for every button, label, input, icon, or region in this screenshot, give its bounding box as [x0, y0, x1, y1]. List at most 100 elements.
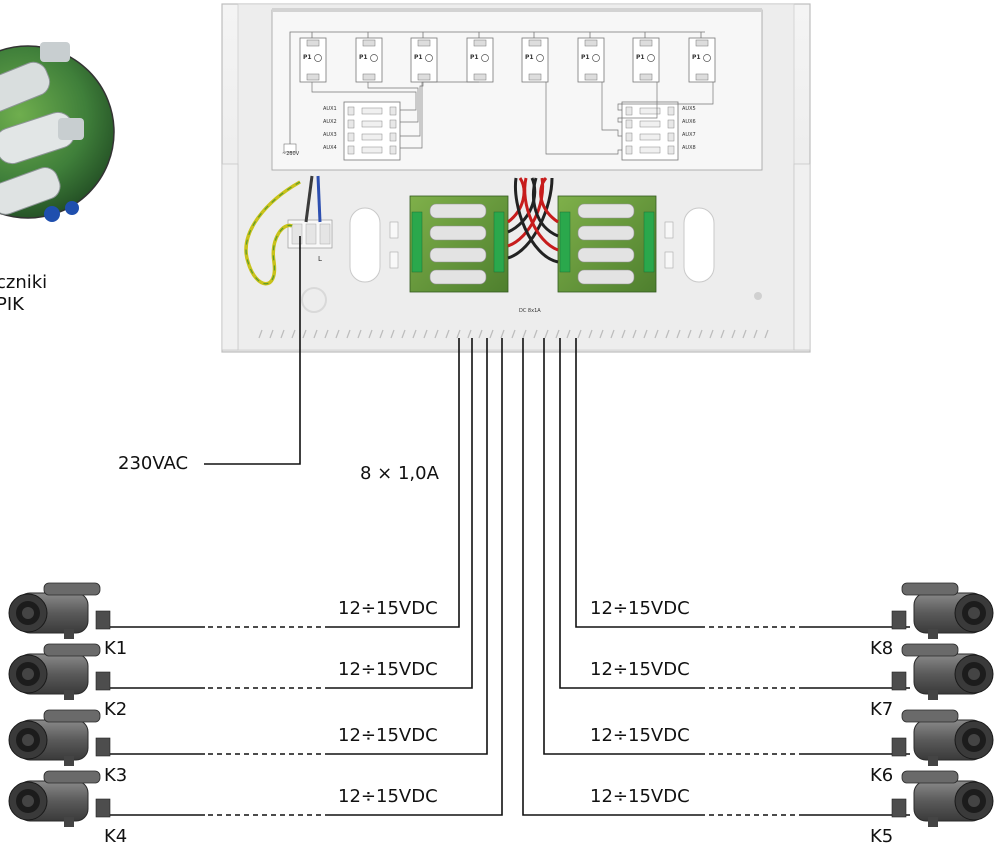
camera-label-k2: K2 — [104, 699, 128, 720]
aux-fuse — [361, 107, 383, 115]
cable-k1 — [330, 338, 460, 628]
aux-terminal — [667, 132, 675, 142]
potentiometer-icon — [481, 54, 489, 62]
vent-slot — [753, 329, 758, 339]
module-terminal — [584, 73, 598, 81]
aux-terminal — [625, 106, 633, 116]
aux-fuse — [361, 133, 383, 141]
aux-fuse — [639, 133, 661, 141]
inset-caption-line-2: PIK — [0, 294, 24, 315]
schematic-wire — [400, 82, 424, 137]
mains-terminal-label: ~230V — [282, 151, 300, 157]
vent-slot — [280, 329, 285, 339]
aux-terminal — [389, 132, 397, 142]
vent-slot — [555, 329, 560, 339]
vent-slot — [346, 329, 351, 339]
vent-slot — [478, 329, 483, 339]
aux-terminal — [389, 119, 397, 129]
vent-slot — [258, 329, 263, 339]
voltage-label-k4: 12÷15VDC — [338, 786, 438, 807]
cable-k3 — [330, 338, 488, 755]
camera-label-k6: K6 — [870, 765, 894, 786]
vent-slot — [269, 329, 274, 339]
module-terminal — [306, 39, 320, 47]
camera-right-4 — [891, 770, 994, 827]
module-terminal — [306, 73, 320, 81]
vent-slot — [412, 329, 417, 339]
vent-slot — [665, 329, 670, 339]
potentiometer-icon — [703, 54, 711, 62]
vent-slot — [577, 329, 582, 339]
vent-slot — [313, 329, 318, 339]
aux-terminal — [667, 106, 675, 116]
vent-slot — [709, 329, 714, 339]
board-label: DC 8x1A — [519, 308, 541, 314]
schematic-bus — [289, 31, 705, 154]
camera-left-1 — [8, 582, 111, 639]
module-terminal — [473, 73, 487, 81]
vent-slot — [654, 329, 659, 339]
vent-slot — [621, 329, 626, 339]
aux-terminal — [347, 145, 355, 155]
vent-slot — [379, 329, 384, 339]
cable-k4 — [330, 338, 503, 816]
vent-slot — [687, 329, 692, 339]
module-terminal — [417, 39, 431, 47]
camera-left-4 — [8, 770, 111, 827]
aux-label: AUX5 — [682, 106, 696, 112]
vent-slot — [511, 329, 516, 339]
camera-label-k3: K3 — [104, 765, 128, 786]
schematic-wire — [400, 81, 479, 149]
aux-label: AUX6 — [682, 119, 696, 125]
vent-slot — [610, 329, 615, 339]
module-terminal — [417, 73, 431, 81]
vent-slot — [390, 329, 395, 339]
camera-label-k4: K4 — [104, 826, 128, 847]
mains-cable — [204, 236, 301, 465]
aux-terminal — [389, 145, 397, 155]
schematic-wire — [545, 82, 622, 155]
aux-fuse — [639, 146, 661, 154]
aux-terminal — [347, 132, 355, 142]
module-terminal — [528, 73, 542, 81]
schematic-wire — [601, 82, 622, 137]
voltage-label-k8: 12÷15VDC — [590, 598, 690, 619]
output-cables — [98, 338, 910, 816]
camera-right-3 — [891, 709, 994, 766]
voltage-label-k1: 12÷15VDC — [338, 598, 438, 619]
voltage-label-k3: 12÷15VDC — [338, 725, 438, 746]
outputs-label: 8 × 1,0A — [360, 463, 439, 484]
camera-left-2 — [8, 643, 111, 700]
camera-left-3 — [8, 709, 111, 766]
vent-slot — [456, 329, 461, 339]
aux-label: AUX7 — [682, 132, 696, 138]
aux-label: AUX2 — [323, 119, 337, 125]
potentiometer-icon — [536, 54, 544, 62]
aux-terminal — [625, 119, 633, 129]
module-terminal — [639, 39, 653, 47]
vent-slot — [588, 329, 593, 339]
module-label: P1 — [303, 54, 312, 61]
aux-fuse — [361, 146, 383, 154]
inset-caption-line-1: czniki — [0, 272, 48, 293]
aux-label: AUX3 — [323, 132, 337, 138]
potentiometer-icon — [592, 54, 600, 62]
vent-slot — [445, 329, 450, 339]
module-terminal — [473, 39, 487, 47]
module-terminal — [584, 39, 598, 47]
vent-slot — [731, 329, 736, 339]
module-terminal — [362, 39, 376, 47]
voltage-label-k2: 12÷15VDC — [338, 659, 438, 680]
aux-label: AUX8 — [682, 145, 696, 151]
vent-slot — [401, 329, 406, 339]
vent-slot — [764, 329, 769, 339]
mains-label: 230VAC — [118, 453, 189, 474]
camera-group — [8, 582, 994, 827]
vent-slot — [467, 329, 472, 339]
module-label: P1 — [525, 54, 534, 61]
aux-terminal — [625, 132, 633, 142]
module-terminal — [362, 73, 376, 81]
camera-label-k7: K7 — [870, 699, 894, 720]
aux-terminal — [347, 106, 355, 116]
